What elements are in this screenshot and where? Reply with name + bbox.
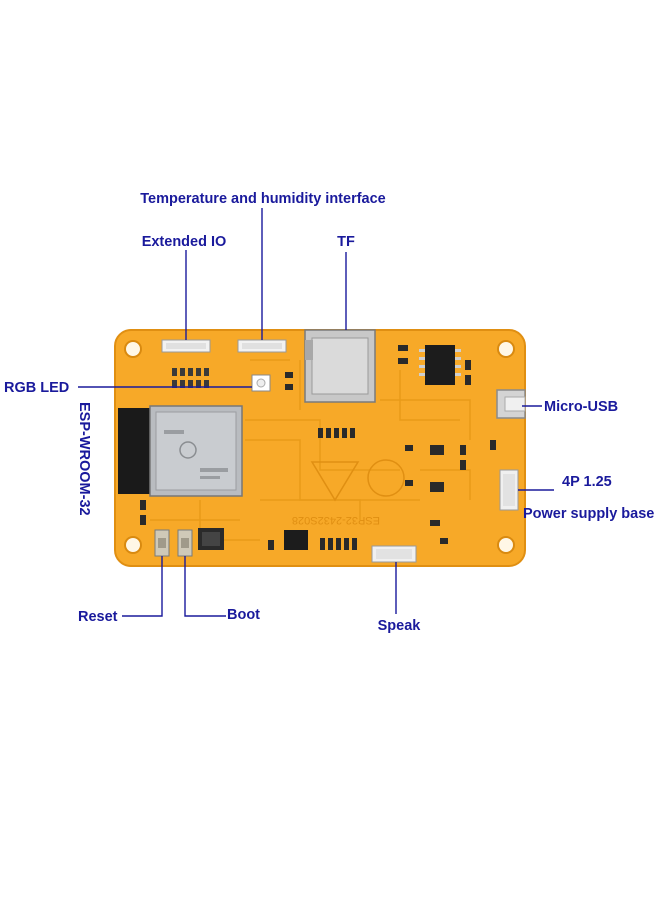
label-micro-usb: Micro-USB [544,399,618,415]
label-boot: Boot [227,607,260,623]
ic-chip-bottom [198,528,308,550]
smd-resistor-row [172,368,209,388]
silkscreen-symbols [310,459,405,502]
mount-hole [124,340,142,358]
micro-usb-port [496,389,526,419]
pcb-traces [150,359,471,541]
power-4p-connector [499,469,519,511]
leader-reset [122,556,163,617]
extended-io-connector [161,339,211,353]
speaker-connector [371,545,417,563]
label-tf: TF [337,234,355,250]
boot-button-component [177,529,193,557]
reset-button-component [154,529,170,557]
label-temp-humidity: Temperature and humidity interface [140,191,385,207]
temp-humidity-connector [237,339,287,353]
smd-components [140,345,496,550]
mount-hole [497,536,515,554]
leader-lines [78,208,554,617]
pcb-board: ESP32-2432S028 [114,329,526,567]
board-silkscreen-text: ESP32-2432S028 [292,514,380,526]
label-power-base: Power supply base [523,506,654,522]
rgb-led-component [251,374,271,392]
mount-hole [124,536,142,554]
esp-wroom-32-module [118,405,243,497]
label-esp-module: ESP-WROOM-32 [76,402,92,516]
tf-card-slot [304,329,376,403]
label-reset: Reset [78,609,118,625]
mount-hole [497,340,515,358]
label-rgb-led: RGB LED [4,380,69,396]
label-power-4p: 4P 1.25 [562,474,612,490]
label-speak: Speak [378,618,422,634]
label-extended-io: Extended IO [142,234,227,250]
ic-chip [419,345,461,385]
leader-boot [184,556,226,617]
